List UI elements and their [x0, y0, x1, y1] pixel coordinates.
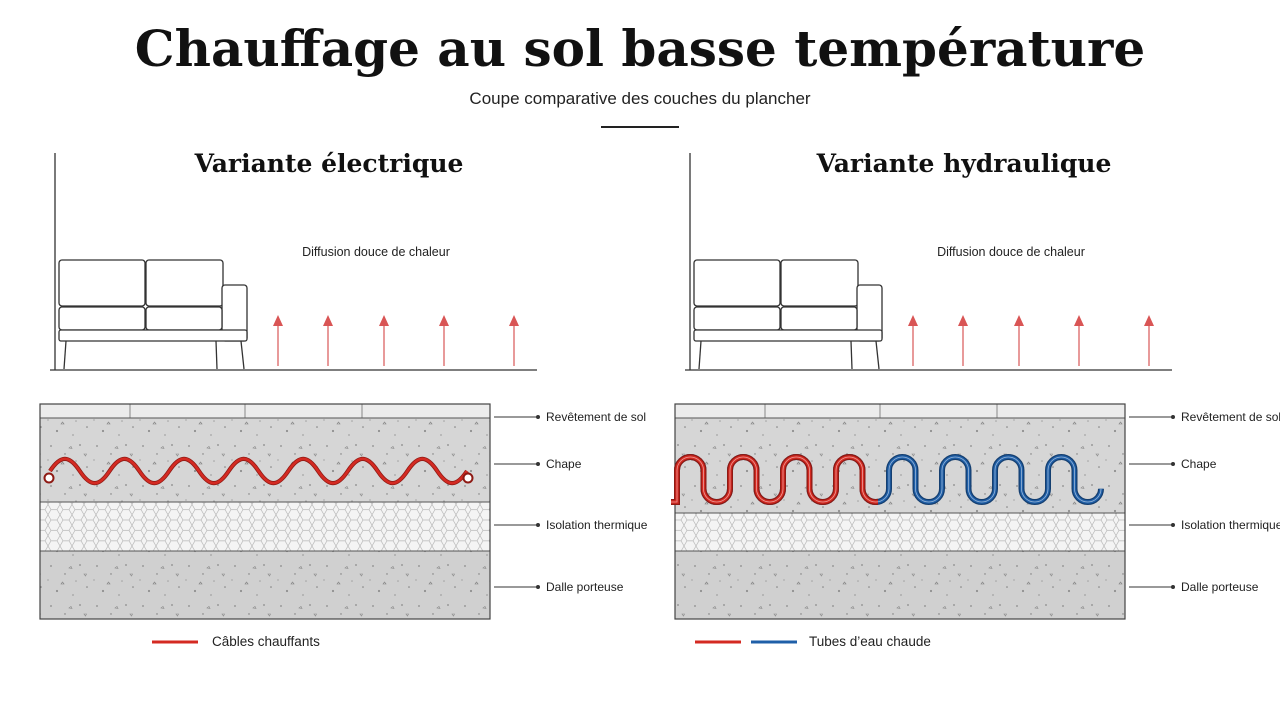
legend-label: Câbles chauffants	[212, 634, 320, 649]
sofa-leg	[63, 340, 67, 370]
floor-covering-layer	[39, 403, 491, 419]
page-title: Chauffage au sol basse température	[135, 19, 1145, 78]
sofa-leg	[240, 340, 245, 370]
sofa-seat-left	[58, 306, 146, 331]
layer-leader-dot	[1171, 585, 1175, 589]
heat-arrow-head	[273, 315, 283, 326]
heat-arrow-head	[1074, 315, 1084, 326]
sofa-backrest-right	[145, 259, 224, 307]
insulation-texture	[40, 502, 490, 551]
sofa-seat-left	[693, 306, 781, 331]
heat-arrow-icon	[323, 315, 333, 366]
cable-terminal	[43, 472, 55, 484]
sofa-leg	[698, 340, 702, 370]
sofa-icon	[693, 259, 883, 370]
floor-covering-layer	[674, 403, 1126, 419]
layer-leader-dot	[536, 523, 540, 527]
heat-arrow-head	[1014, 315, 1024, 326]
layer-label: Isolation thermique	[546, 518, 648, 532]
heat-arrow-icon	[509, 315, 519, 366]
heat-arrow-head	[379, 315, 389, 326]
layer-label: Chape	[546, 457, 582, 471]
panel-title: Variante électrique	[194, 149, 464, 178]
layer-leader-dot	[1171, 462, 1175, 466]
layer-label: Chape	[1181, 457, 1217, 471]
sofa-seat-right	[145, 306, 223, 331]
heating-cable	[48, 457, 469, 485]
layer-label: Revêtement de sol	[1181, 410, 1280, 424]
layer-label: Dalle porteuse	[1181, 580, 1259, 594]
diffusion-label: Diffusion douce de chaleur	[937, 245, 1085, 259]
layer-leader-dot	[536, 585, 540, 589]
heat-arrow-icon	[273, 315, 283, 366]
screed-texture	[675, 418, 1125, 513]
slab-texture	[675, 551, 1125, 619]
layer-label: Revêtement de sol	[546, 410, 646, 424]
sofa-backrest-right	[780, 259, 859, 307]
sofa-icon	[58, 259, 248, 370]
water-tube-highlight	[671, 456, 1102, 503]
heat-arrow-head	[958, 315, 968, 326]
heat-arrow-head	[908, 315, 918, 326]
diffusion-label: Diffusion douce de chaleur	[302, 245, 450, 259]
heat-arrow-icon	[958, 315, 968, 366]
layer-leader-dot	[536, 462, 540, 466]
heat-arrow-icon	[1074, 315, 1084, 366]
sofa-leg	[215, 340, 218, 370]
heat-arrow-icon	[439, 315, 449, 366]
heat-arrow-icon	[1014, 315, 1024, 366]
layer-label: Isolation thermique	[1181, 518, 1280, 532]
layer-leader-dot	[1171, 523, 1175, 527]
heat-arrow-head	[439, 315, 449, 326]
heat-arrow-icon	[908, 315, 918, 366]
panel-title: Variante hydraulique	[816, 149, 1112, 178]
heat-arrow-head	[1144, 315, 1154, 326]
layer-leader-dot	[536, 415, 540, 419]
insulation-texture	[675, 513, 1125, 551]
cable-terminal	[462, 472, 474, 484]
legend-label: Tubes d’eau chaude	[809, 634, 931, 649]
heat-arrow-head	[323, 315, 333, 326]
cross-section-frame	[39, 403, 491, 620]
sofa-backrest-left	[693, 259, 781, 307]
slab-texture	[40, 551, 490, 619]
layer-leader-dot	[1171, 415, 1175, 419]
sofa-seat-right	[780, 306, 858, 331]
insulation-layer	[675, 513, 1125, 551]
layer-label: Dalle porteuse	[546, 580, 624, 594]
heat-arrow-head	[509, 315, 519, 326]
screed-layer	[675, 418, 1125, 513]
cross-section-frame	[674, 403, 1126, 620]
slab-layer	[40, 551, 490, 619]
heat-arrow-icon	[379, 315, 389, 366]
floor-covering-rect	[674, 403, 1126, 419]
floor-covering-rect	[39, 403, 491, 419]
slab-layer	[675, 551, 1125, 619]
insulation-layer	[40, 502, 490, 551]
sofa-base	[58, 329, 248, 342]
page-subtitle: Coupe comparative des couches du planche…	[469, 89, 810, 108]
sofa-backrest-left	[58, 259, 146, 307]
sofa-leg	[850, 340, 853, 370]
sofa-leg	[875, 340, 880, 370]
heat-arrow-icon	[1144, 315, 1154, 366]
sofa-base	[693, 329, 883, 342]
